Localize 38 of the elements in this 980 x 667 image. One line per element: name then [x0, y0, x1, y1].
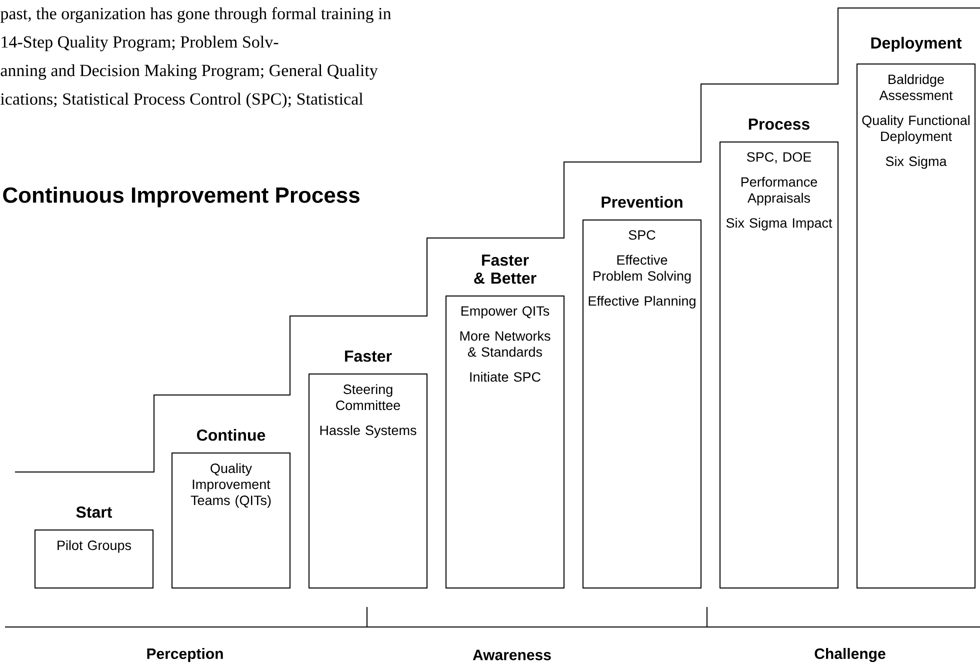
item-text: Baldridge Assessment [879, 74, 953, 100]
item-text: Effective Problem Solving [594, 254, 691, 284]
step-heading: Prevention [602, 196, 682, 208]
paragraph-line: past, the organization has gone through formal training in [0, 7, 392, 23]
step-heading: Start [76, 506, 112, 518]
phase-label: Perception [147, 648, 223, 662]
item-text: Initiate SPC [470, 372, 540, 382]
item-text: Six Sigma [886, 156, 947, 169]
item-text: SPC, DOE [747, 152, 812, 164]
step-box [34, 530, 154, 588]
item-text: Hassle Systems [320, 425, 416, 438]
step-box [856, 64, 976, 588]
item-text: Pilot Groups [58, 540, 132, 553]
item-text: Performance Appraisals [741, 176, 818, 206]
title: Continuous Improvement Process [3, 186, 360, 208]
phase-label: Challenge [814, 648, 886, 662]
step-heading: Continue [197, 429, 266, 441]
item-text: Steering Committee [336, 384, 400, 410]
item-text: SPC [628, 230, 656, 240]
item-text: Effective Planning [588, 296, 696, 308]
item-text: Quality Functional Deployment [862, 115, 970, 144]
step-box [720, 142, 838, 588]
step-heading: Faster & Better [474, 254, 536, 284]
step-heading: Deployment [871, 36, 962, 52]
paragraph-line: ications; Statistical Process Control (SPC); Statistical [0, 92, 364, 108]
item-text: Quality Improvement Teams (QITs) [190, 463, 271, 508]
paragraph-line: anning and Decision Making Program; General Quality [0, 64, 378, 80]
paragraph-line: 14-Step Quality Program; Problem Solv- [2, 36, 278, 52]
step-box [308, 374, 428, 588]
item-text: Empower QITs [461, 306, 550, 318]
item-text: Six Sigma Impact [726, 218, 832, 230]
item-text: More Networks & Standards [460, 330, 550, 357]
step-heading: Faster [345, 350, 392, 362]
phase-label: Awareness [472, 650, 551, 660]
step-box [172, 452, 290, 588]
step-box [582, 220, 702, 588]
step-box [446, 296, 564, 588]
step-heading: Process [748, 118, 810, 130]
